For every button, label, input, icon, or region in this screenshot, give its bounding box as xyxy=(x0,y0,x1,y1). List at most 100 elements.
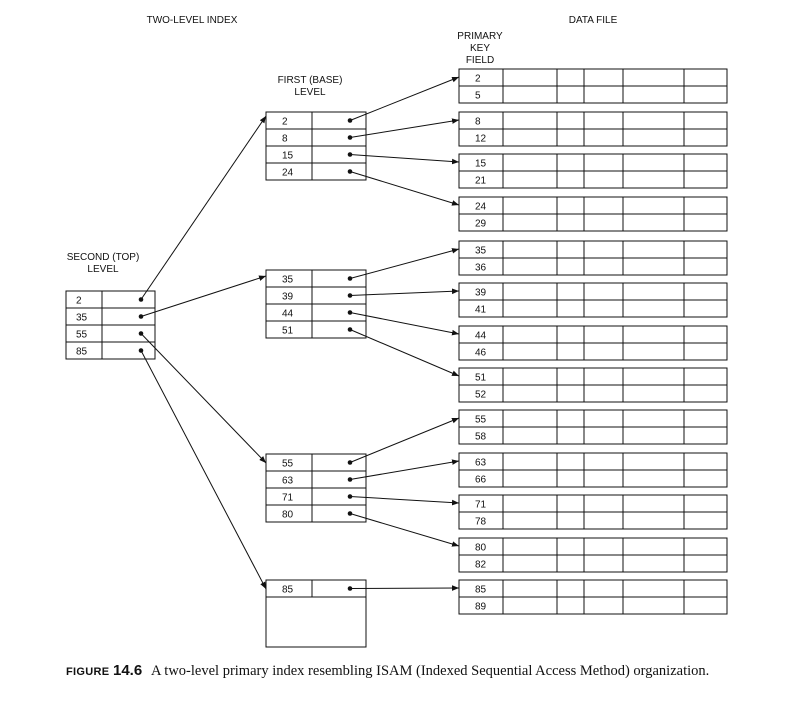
primary-key-field-heading-line-3: FIELD xyxy=(466,55,494,66)
data-block: 85 89 xyxy=(458,579,728,615)
first-level-key: 63 xyxy=(282,476,294,487)
pointer-arrow xyxy=(349,248,460,279)
first-level-heading-line-2: LEVEL xyxy=(294,87,326,98)
pointer-arrow xyxy=(349,118,460,138)
block-pointer xyxy=(347,586,353,591)
pointer-arrow xyxy=(349,329,460,377)
data-record-key: 63 xyxy=(475,458,487,469)
data-record-key: 52 xyxy=(475,390,487,401)
two-level-index-heading: TWO-LEVEL INDEX xyxy=(147,15,238,26)
figure-caption: FIGURE 14.6 A two-level primary index re… xyxy=(66,661,786,682)
data-record-key: 58 xyxy=(475,432,487,443)
data-record-key: 46 xyxy=(475,348,487,359)
pointer-arrow xyxy=(349,417,460,463)
second-level-key: 85 xyxy=(76,347,88,358)
pointer-arrow xyxy=(349,312,460,336)
data-file: 2581215212429353639414446515255586366717… xyxy=(458,68,728,615)
first-level-key: 85 xyxy=(282,585,294,596)
first-level-key: 15 xyxy=(282,151,294,162)
data-block: 8 12 xyxy=(458,111,728,147)
data-record-key: 36 xyxy=(475,263,487,274)
data-block: 55 58 xyxy=(458,409,728,445)
figure-word: FIGURE xyxy=(66,666,110,678)
data-record-key: 55 xyxy=(475,415,487,426)
data-record-key: 82 xyxy=(475,560,487,571)
data-record-key: 29 xyxy=(475,219,487,230)
second-level-heading-line-2: LEVEL xyxy=(87,264,119,275)
data-record-key: 41 xyxy=(475,305,487,316)
data-record-key: 12 xyxy=(475,134,487,145)
second-level-key: 35 xyxy=(76,313,88,324)
data-record-key: 8 xyxy=(475,117,481,128)
primary-key-field-heading-line-1: PRIMARY xyxy=(457,31,503,42)
first-level-heading-line-1: FIRST (BASE) xyxy=(278,75,343,86)
first-level-key: 39 xyxy=(282,292,294,303)
data-record-key: 89 xyxy=(475,602,487,613)
block-pointer xyxy=(347,118,353,123)
block-pointer xyxy=(347,293,353,298)
data-record-key: 35 xyxy=(475,246,487,257)
block-pointer xyxy=(347,276,353,281)
primary-key-field-heading-line-2: KEY xyxy=(470,43,490,54)
pointer-arrow xyxy=(140,333,267,464)
data-record-key: 5 xyxy=(475,91,481,102)
pointer-arrow xyxy=(349,513,460,547)
data-block: 24 29 xyxy=(458,196,728,232)
block-pointer xyxy=(347,327,353,332)
data-record-key: 15 xyxy=(475,159,487,170)
first-level-key: 2 xyxy=(282,117,288,128)
pointer-arrow xyxy=(349,585,460,591)
caption-text: A two-level primary index resembling ISA… xyxy=(151,663,710,679)
data-record-key: 78 xyxy=(475,517,487,528)
pointer-arrow xyxy=(349,171,460,206)
block-pointer xyxy=(347,135,353,140)
block-pointer xyxy=(347,477,353,482)
pointer-arrow xyxy=(349,76,460,121)
pointer-arrow xyxy=(349,496,460,506)
data-record-key: 44 xyxy=(475,331,487,342)
first-level-block: 55 63 71 80 xyxy=(265,453,367,523)
first-level-key: 8 xyxy=(282,134,288,145)
data-record-key: 39 xyxy=(475,288,487,299)
first-level-key: 51 xyxy=(282,326,294,337)
first-level-key: 55 xyxy=(282,459,294,470)
block-pointer xyxy=(138,314,144,319)
first-level-block: 85 xyxy=(265,579,367,648)
block-pointer xyxy=(347,494,353,499)
data-record-key: 80 xyxy=(475,543,487,554)
block-pointer xyxy=(347,169,353,174)
pointer-arrow xyxy=(349,288,460,296)
pointer-arrow xyxy=(140,350,267,590)
block-pointer xyxy=(347,511,353,516)
pointer-arrow xyxy=(140,275,267,317)
data-block: 71 78 xyxy=(458,494,728,530)
data-block: 44 46 xyxy=(458,325,728,361)
empty-block-space xyxy=(265,596,367,648)
first-level-key: 80 xyxy=(282,510,294,521)
pointer-arrow xyxy=(349,154,460,165)
first-level-key: 71 xyxy=(282,493,294,504)
data-record-key: 71 xyxy=(475,500,487,511)
data-block: 80 82 xyxy=(458,537,728,573)
block-pointer xyxy=(138,331,144,336)
block-pointer xyxy=(347,152,353,157)
block-pointer xyxy=(347,310,353,315)
block-pointer xyxy=(347,460,353,465)
data-file-heading: DATA FILE xyxy=(569,15,618,26)
data-record-key: 85 xyxy=(475,585,487,596)
block-pointer xyxy=(138,348,144,353)
data-block: 35 36 xyxy=(458,240,728,276)
first-level-key: 44 xyxy=(282,309,294,320)
data-record-key: 24 xyxy=(475,202,487,213)
first-level-key: 35 xyxy=(282,275,294,286)
pointer-arrow xyxy=(140,115,267,300)
first-level-block: 35 39 44 51 xyxy=(265,269,367,339)
second-level-key: 55 xyxy=(76,330,88,341)
